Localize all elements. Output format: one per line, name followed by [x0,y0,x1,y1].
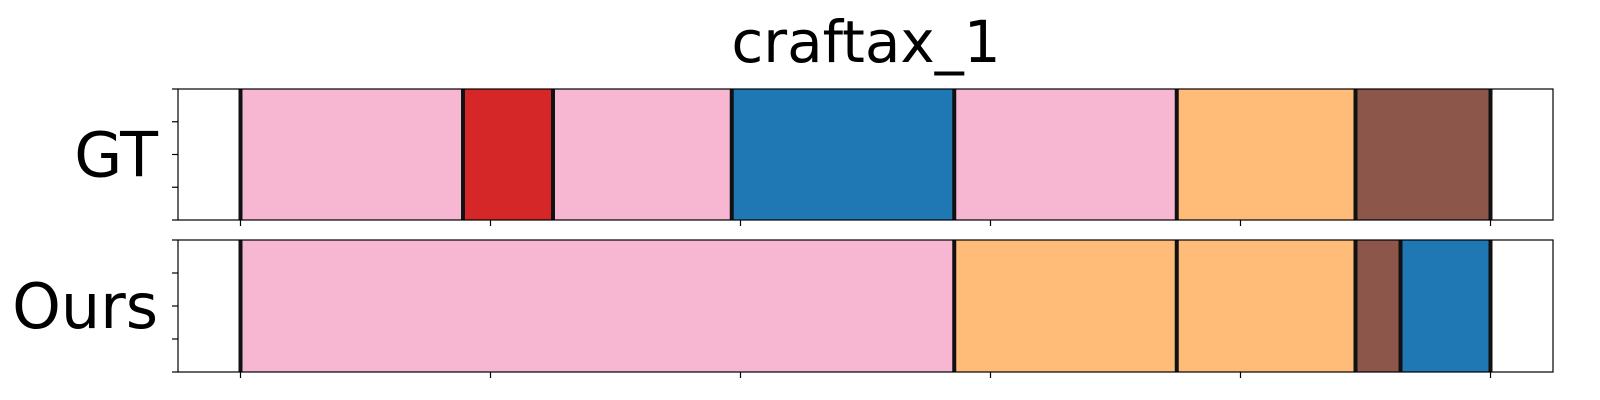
segment-gt-5 [1176,89,1356,220]
panel-ours: Ours [12,239,1554,378]
segment-gt-6 [1355,89,1491,220]
segment-gt-4 [954,89,1177,220]
segment-gt-1 [463,89,553,220]
segment-gt-3 [731,89,955,220]
segment-gt-2 [553,89,732,220]
panel-gt: GT [74,88,1554,226]
segment-ours-2 [1176,240,1356,372]
chart-title: craftax_1 [731,8,1000,76]
segment-ours-1 [954,240,1177,372]
segment-ours-4 [1400,240,1491,372]
row-label-gt: GT [74,119,159,192]
segment-ours-0 [240,240,955,372]
segment-gt-0 [240,89,463,220]
row-label-ours: Ours [12,270,158,343]
segment-ours-3 [1355,240,1401,372]
